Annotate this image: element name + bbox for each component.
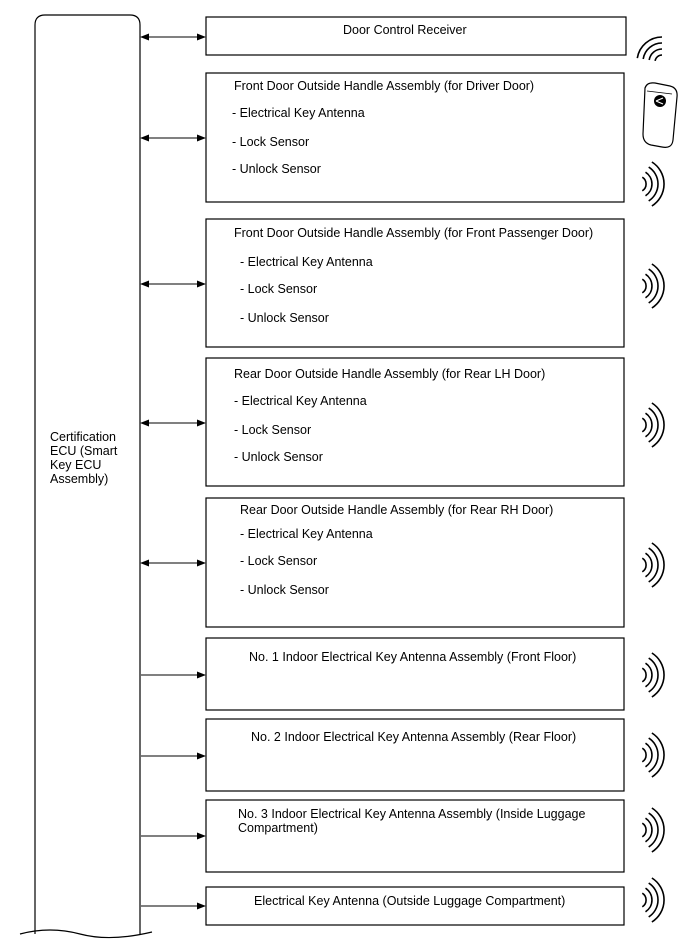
box-title-line-1: No. 3 Indoor Electrical Key Antenna Asse… [238, 807, 585, 821]
box-item: - Lock Sensor [232, 135, 309, 149]
ecu-label: Certification ECU (Smart Key ECU Assembl… [50, 430, 118, 486]
wireless-signals [636, 36, 665, 923]
ecu-break-line [19, 929, 153, 939]
box-title: No. 1 Indoor Electrical Key Antenna Asse… [249, 650, 576, 664]
key-fob-icon [642, 82, 678, 148]
box-title: Rear Door Outside Handle Assembly (for R… [240, 503, 553, 517]
wireless-signal-icon [641, 807, 665, 853]
box-title: Door Control Receiver [343, 23, 467, 37]
box-item: - Electrical Key Antenna [240, 527, 373, 541]
door-control-receiver-box: Door Control Receiver [205, 16, 627, 56]
box-item: - Electrical Key Antenna [234, 394, 367, 408]
box-title: Front Door Outside Handle Assembly (for … [234, 226, 593, 240]
wireless-signal-icon [641, 652, 665, 698]
box-title: No. 2 Indoor Electrical Key Antenna Asse… [251, 730, 576, 744]
wireless-signal-icon [641, 263, 665, 309]
ecu-label-line-3: Key ECU [50, 458, 101, 472]
indoor-antenna-2-box: No. 2 Indoor Electrical Key Antenna Asse… [205, 718, 625, 792]
box-item: - Unlock Sensor [234, 450, 323, 464]
box-item: - Electrical Key Antenna [232, 106, 365, 120]
box-item: - Lock Sensor [234, 423, 311, 437]
ecu-label-line-4: Assembly) [50, 472, 108, 486]
wireless-signal-icon [641, 161, 665, 207]
box-title: Electrical Key Antenna (Outside Luggage … [254, 894, 565, 908]
rear-door-rh-box: Rear Door Outside Handle Assembly (for R… [205, 497, 625, 628]
indoor-antenna-3-box: No. 3 Indoor Electrical Key Antenna Asse… [205, 799, 625, 873]
box-item: - Electrical Key Antenna [240, 255, 373, 269]
outside-luggage-antenna-box: Electrical Key Antenna (Outside Luggage … [205, 886, 625, 926]
wireless-signal-icon [636, 36, 663, 62]
box-title-line-2: Compartment) [238, 821, 318, 835]
box-item: - Unlock Sensor [240, 311, 329, 325]
box-item: - Unlock Sensor [240, 583, 329, 597]
box-item: - Unlock Sensor [232, 162, 321, 176]
front-door-driver-box: Front Door Outside Handle Assembly (for … [205, 72, 625, 203]
wireless-signal-icon [641, 402, 665, 448]
box-title: Front Door Outside Handle Assembly (for … [234, 79, 534, 93]
front-door-passenger-box: Front Door Outside Handle Assembly (for … [205, 218, 625, 348]
box-item: - Lock Sensor [240, 282, 317, 296]
ecu-label-line-1: Certification [50, 430, 116, 444]
ecu-label-line-2: ECU (Smart [50, 444, 118, 458]
wireless-signal-icon [641, 542, 665, 588]
ecu-block [34, 14, 141, 934]
box-title: Rear Door Outside Handle Assembly (for R… [234, 367, 545, 381]
wireless-signal-icon [641, 732, 665, 778]
indoor-antenna-1-box: No. 1 Indoor Electrical Key Antenna Asse… [205, 637, 625, 711]
wireless-signal-icon [641, 877, 665, 923]
box-item: - Lock Sensor [240, 554, 317, 568]
rear-door-lh-box: Rear Door Outside Handle Assembly (for R… [205, 357, 625, 487]
